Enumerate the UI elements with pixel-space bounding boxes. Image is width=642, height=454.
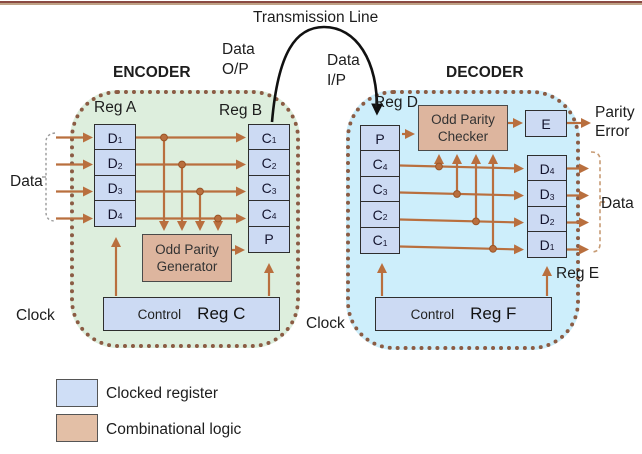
- cell-c3-decoder-sub: 3: [382, 187, 388, 198]
- cell-c1-decoder-sub: 1: [382, 237, 388, 248]
- cell-c4-base: C: [261, 205, 272, 222]
- control-reg-c-box: Control Reg C: [103, 297, 280, 331]
- cell-c4-decoder-sub: 4: [382, 161, 388, 172]
- cell-c2-base: C: [261, 154, 272, 171]
- cell-d2-base: D: [107, 154, 118, 171]
- cell-p-encoder-base: P: [264, 231, 274, 248]
- legend-swatch-combinational-logic: [56, 414, 98, 442]
- cell-d3-base: D: [107, 180, 118, 197]
- cell-d1-decoder-base: D: [539, 236, 550, 253]
- odd-parity-checker-box: Odd Parity Checker: [418, 105, 508, 151]
- cell-p-encoder: P: [248, 225, 290, 253]
- cell-c4-sub: 4: [271, 211, 277, 222]
- parity-generator-line1: Odd Parity: [155, 241, 219, 257]
- reg-f-label: Reg F: [470, 304, 517, 323]
- cell-p-decoder: P: [360, 125, 400, 152]
- cell-d3-decoder-sub: 3: [549, 191, 555, 202]
- cell-d4-decoder-sub: 4: [549, 166, 555, 177]
- parity-error-line2: Error: [595, 123, 630, 140]
- control-reg-f-box: Control Reg F: [375, 297, 552, 331]
- parity-error-label: Parity Error: [595, 103, 635, 141]
- cell-d1-base: D: [107, 129, 118, 146]
- cell-p-decoder-base: P: [375, 130, 385, 147]
- reg-c-label: Reg C: [197, 304, 246, 323]
- data-output-label: Data O/P: [222, 40, 255, 80]
- cell-d3-decoder-base: D: [539, 185, 550, 202]
- cell-d2-decoder-sub: 2: [549, 217, 555, 228]
- cell-c3-sub: 3: [271, 186, 277, 197]
- cell-d4-base: D: [107, 205, 118, 222]
- encoder-clock-label: Clock: [16, 307, 55, 324]
- legend-label-clocked-register: Clocked register: [106, 385, 218, 402]
- cell-d2-decoder-base: D: [539, 211, 550, 228]
- cell-d4-sub: 4: [117, 211, 123, 222]
- reg-e-label: Reg E: [556, 265, 600, 282]
- decoder-clock-label: Clock: [306, 315, 345, 332]
- e-register: E: [525, 110, 567, 137]
- data-output-line2: O/P: [222, 61, 249, 78]
- legend-swatch-clocked-register: [56, 379, 98, 407]
- reg-d-label: Reg D: [374, 94, 418, 111]
- data-input-label: Data I/P: [327, 51, 360, 91]
- odd-parity-generator-box: Odd Parity Generator: [142, 234, 232, 282]
- parity-error-line1: Parity: [595, 104, 635, 121]
- data-input-line1: Data: [327, 52, 360, 69]
- cell-d2-sub: 2: [117, 160, 123, 171]
- cell-d1-decoder-sub: 1: [549, 242, 555, 253]
- cell-c3-base: C: [261, 180, 272, 197]
- parity-generator-line2: Generator: [156, 259, 218, 274]
- encoder-title: ENCODER: [113, 64, 191, 81]
- top-border-line-2: [0, 3, 642, 5]
- cell-d3-sub: 3: [117, 186, 123, 197]
- legend-label-combinational-logic: Combinational logic: [106, 421, 242, 438]
- reg-a-label: Reg A: [94, 99, 137, 116]
- data-input-bracket: [42, 132, 56, 222]
- decoder-control-label: Control: [410, 306, 455, 322]
- parity-checker-line2: Checker: [437, 129, 489, 144]
- cell-c3-decoder-base: C: [372, 181, 383, 198]
- data-output-line1: Data: [222, 41, 255, 58]
- cell-e: E: [525, 110, 567, 137]
- parity-checker-line1: Odd Parity: [431, 111, 495, 127]
- cell-d1-sub: 1: [117, 135, 123, 146]
- cell-c2-sub: 2: [271, 160, 277, 171]
- cell-e-base: E: [541, 115, 551, 132]
- cell-c1-sub: 1: [271, 135, 277, 146]
- decoder-data-label: Data: [601, 195, 634, 212]
- cell-c2-decoder-sub: 2: [382, 212, 388, 223]
- cell-d4-decoder-base: D: [539, 160, 550, 177]
- reg-b-label: Reg B: [219, 102, 263, 119]
- encoder-data-label: Data: [10, 173, 43, 190]
- cell-c4-decoder-base: C: [372, 155, 383, 172]
- cell-c1-decoder-base: C: [372, 232, 383, 249]
- decoder-title: DECODER: [446, 64, 524, 81]
- cell-c2-decoder-base: C: [372, 206, 383, 223]
- encoder-control-label: Control: [137, 306, 182, 322]
- data-input-line2: I/P: [327, 72, 346, 89]
- cell-c1-base: C: [261, 129, 272, 146]
- transmission-line-label: Transmission Line: [253, 9, 379, 26]
- top-border-line: [0, 1, 642, 3]
